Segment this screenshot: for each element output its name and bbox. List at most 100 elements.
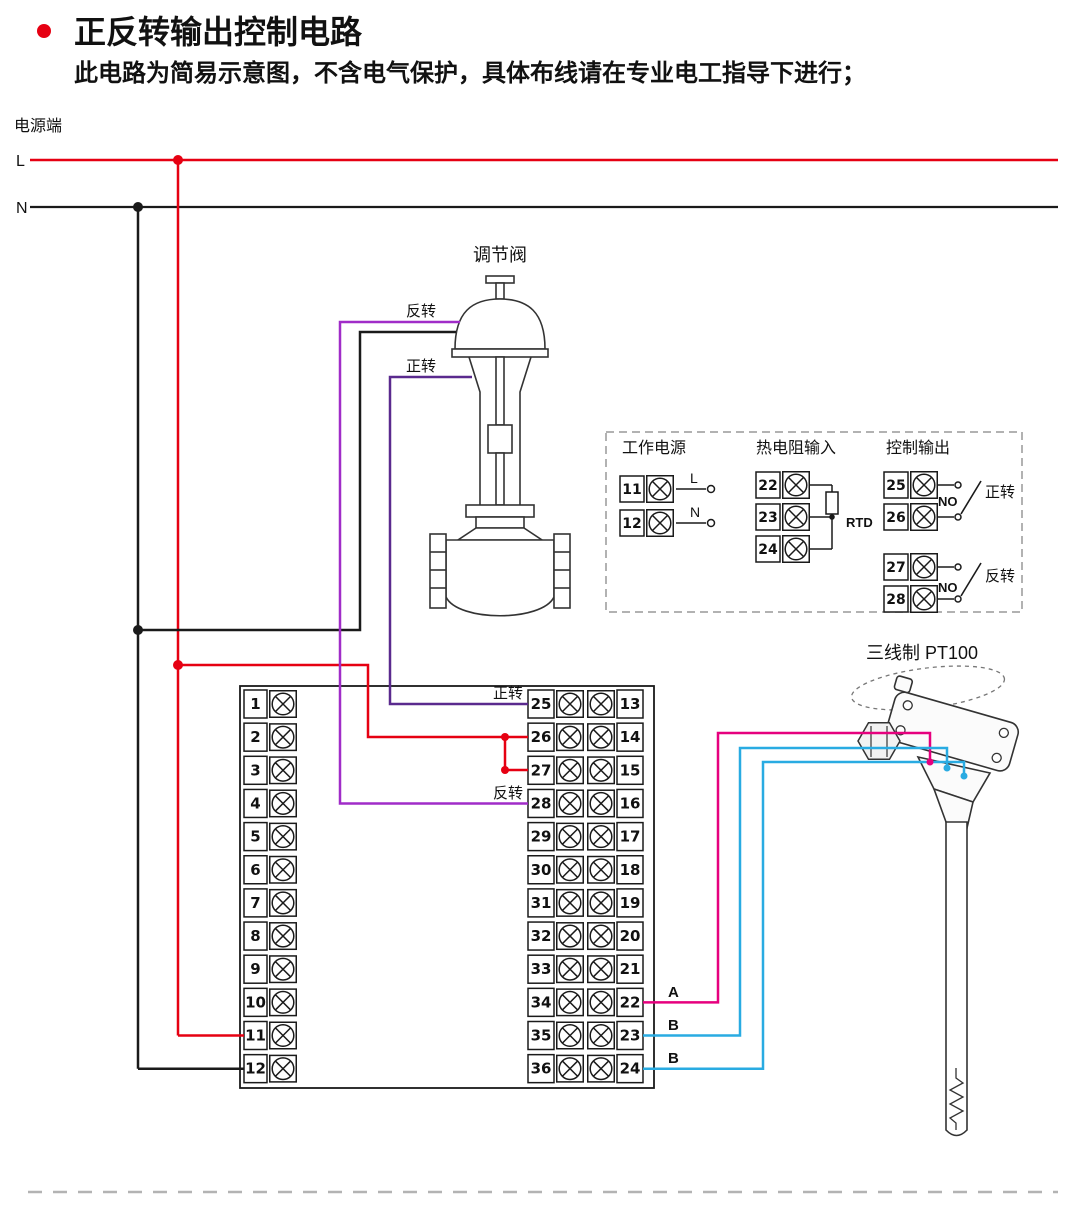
terminal-screw-icon xyxy=(587,955,615,984)
terminal-screw-icon xyxy=(910,471,938,499)
terminal-screw-icon xyxy=(556,988,584,1017)
terminal-screw-icon xyxy=(556,690,584,718)
svg-text:32: 32 xyxy=(531,927,552,945)
legend-reverse-contact xyxy=(938,562,982,603)
terminal-screw-icon xyxy=(587,822,615,851)
terminal-screw-icon xyxy=(269,988,297,1017)
neutral-rail-label: N xyxy=(16,200,28,217)
terminal-screw-icon xyxy=(269,955,297,984)
svg-text:12: 12 xyxy=(245,1060,266,1078)
terminal-block-outline xyxy=(239,685,655,1089)
terminal-30: 30 xyxy=(527,855,555,885)
svg-text:7: 7 xyxy=(250,894,260,912)
terminal-screw-icon xyxy=(556,756,584,785)
legend-N-label: N xyxy=(690,504,700,520)
svg-text:22: 22 xyxy=(758,478,777,494)
title-bullet-icon xyxy=(37,24,51,38)
terminal-35: 35 xyxy=(527,1020,555,1051)
terminal-4: 4 xyxy=(243,788,268,819)
legend-L-label: L xyxy=(690,470,698,486)
svg-text:35: 35 xyxy=(531,1027,552,1045)
terminal-screw-icon xyxy=(587,922,615,951)
svg-text:27: 27 xyxy=(531,761,552,779)
sensor-b2-wire-run xyxy=(643,760,966,1070)
terminal-24: 24 xyxy=(755,535,781,563)
terminal-screw-icon xyxy=(587,1021,615,1050)
legend-forward-no-label: NO xyxy=(938,494,958,509)
svg-text:26: 26 xyxy=(531,728,552,746)
terminal-24: 24 xyxy=(616,1053,644,1084)
neutral-branch-dot xyxy=(133,625,143,635)
terminal-screw-icon xyxy=(587,756,615,785)
terminal-19: 19 xyxy=(616,888,644,918)
terminal-screw-icon xyxy=(910,503,938,531)
legend-power-title: 工作电源 xyxy=(622,439,686,457)
svg-text:10: 10 xyxy=(245,993,266,1011)
terminal-screw-icon xyxy=(556,855,584,884)
svg-text:17: 17 xyxy=(620,828,641,846)
terminal-17: 17 xyxy=(616,821,644,852)
terminal-screw-icon xyxy=(269,690,297,718)
svg-text:23: 23 xyxy=(620,1027,641,1045)
rtd-element-icon xyxy=(948,1068,965,1130)
block-reverse-label: 反转 xyxy=(493,785,523,802)
sensor-terminal-a-dot xyxy=(926,758,934,766)
svg-text:22: 22 xyxy=(620,993,641,1011)
svg-text:18: 18 xyxy=(620,861,641,879)
terminal-block-rows: 1234567891011122526272829303132333435361… xyxy=(243,689,644,1084)
terminal-screw-icon xyxy=(782,535,810,563)
svg-text:29: 29 xyxy=(531,828,552,846)
svg-text:33: 33 xyxy=(531,960,552,978)
terminal-2: 2 xyxy=(243,722,268,752)
terminal-screw-icon xyxy=(587,789,615,818)
terminal-9: 9 xyxy=(243,954,268,984)
valve-illustration xyxy=(429,275,571,617)
power-section-label: 电源端 xyxy=(14,117,62,135)
terminal-screw-icon xyxy=(269,723,297,752)
terminal-14: 14 xyxy=(616,722,644,752)
svg-text:20: 20 xyxy=(620,927,641,945)
terminal-screw-icon xyxy=(269,822,297,851)
terminal-26: 26 xyxy=(527,722,555,752)
terminal-screw-icon xyxy=(587,690,615,718)
svg-text:6: 6 xyxy=(250,861,260,879)
legend-rtd-title: 热电阻输入 xyxy=(756,439,836,457)
page-subtitle: 此电路为简易示意图，不含电气保护，具体布线请在专业电工指导下进行； xyxy=(74,59,866,87)
svg-text:25: 25 xyxy=(531,695,552,713)
valve-forward-wire-label: 正转 xyxy=(406,358,436,375)
svg-text:1: 1 xyxy=(250,695,260,713)
legend-output-title: 控制输出 xyxy=(886,439,950,457)
svg-text:30: 30 xyxy=(531,861,552,879)
live-loop-dot-27 xyxy=(501,766,509,774)
terminal-23: 23 xyxy=(616,1020,644,1051)
pt100-illustration xyxy=(850,665,1020,1137)
terminal-34: 34 xyxy=(527,987,555,1018)
legend-reverse-no-label: NO xyxy=(938,580,958,595)
svg-text:24: 24 xyxy=(620,1060,641,1078)
svg-text:13: 13 xyxy=(620,695,641,713)
svg-text:23: 23 xyxy=(758,510,777,526)
terminal-32: 32 xyxy=(527,921,555,951)
terminal-10: 10 xyxy=(243,987,268,1018)
terminal-31: 31 xyxy=(527,888,555,918)
terminal-screw-icon xyxy=(556,822,584,851)
svg-text:11: 11 xyxy=(245,1027,266,1045)
terminal-28: 28 xyxy=(527,788,555,819)
neutral-wire-run xyxy=(136,207,456,1070)
legend-border xyxy=(605,431,1023,613)
legend-reverse-action-label: 反转 xyxy=(985,568,1015,585)
sensor-terminal-b1-dot xyxy=(943,764,951,772)
terminal-1: 1 xyxy=(243,689,268,719)
svg-text:34: 34 xyxy=(531,993,552,1011)
terminal-27: 27 xyxy=(883,553,909,581)
svg-text:5: 5 xyxy=(250,828,260,846)
legend-N-pin-icon xyxy=(706,518,716,528)
legend-forward-contact xyxy=(938,480,982,521)
live-branch-dot xyxy=(173,660,183,670)
terminal-screw-icon xyxy=(556,955,584,984)
terminal-15: 15 xyxy=(616,755,644,786)
svg-text:8: 8 xyxy=(250,927,260,945)
